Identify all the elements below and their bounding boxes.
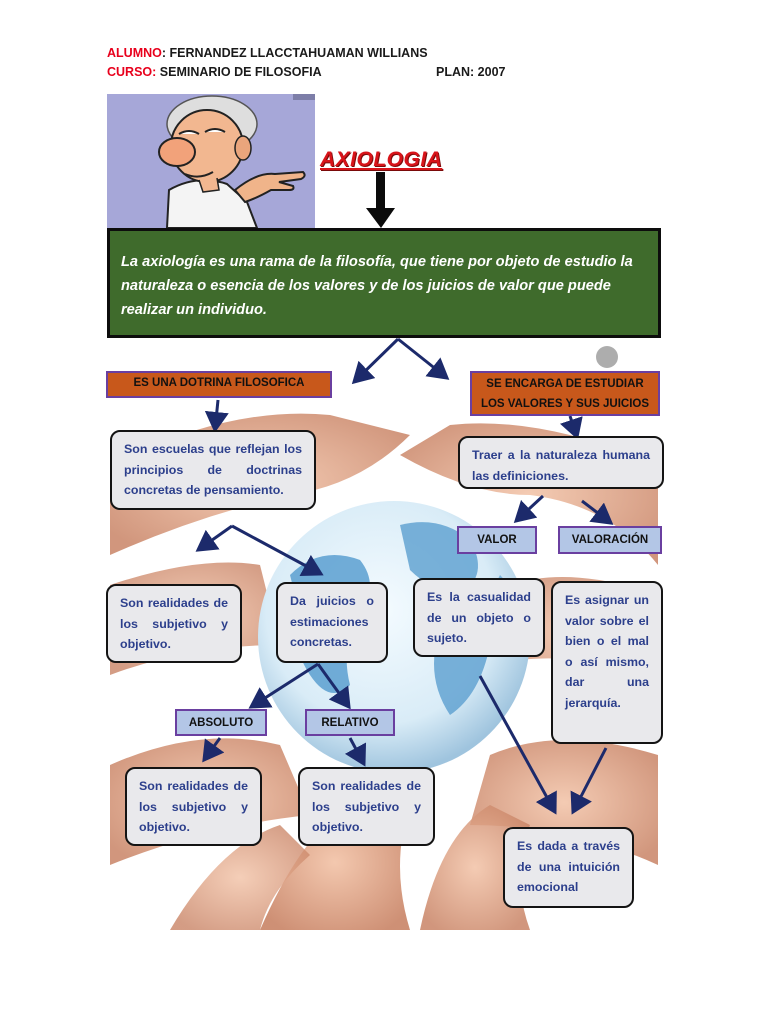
valoracion-label: VALORACIÓN bbox=[558, 526, 662, 554]
left-branch-label: ES UNA DOTRINA FILOSOFICA bbox=[106, 371, 332, 398]
relativo-text-box: Son realidades de los subjetivo y objeti… bbox=[298, 767, 435, 846]
philosopher-cartoon-image bbox=[107, 94, 315, 228]
valoracion-text-box: Es asignar un valor sobre el bien o el m… bbox=[551, 581, 663, 744]
left-sub-left-box: Son realidades de los subjetivo y objeti… bbox=[106, 584, 242, 663]
diagram-title: AXIOLOGIA bbox=[320, 148, 443, 171]
student-line: ALUMNO: FERNANDEZ LLACCTAHUAMAN WILLIANS bbox=[107, 46, 428, 60]
right-branch-label-line2: LOS VALORES Y SUS JUICIOS bbox=[480, 398, 650, 410]
right-branch-description: Traer a la naturaleza humana las definic… bbox=[458, 436, 664, 489]
left-sub-right-box: Da juicios o estimaciones concretas. bbox=[276, 582, 388, 663]
curso-label: CURSO: bbox=[107, 65, 157, 79]
absoluto-label: ABSOLUTO bbox=[175, 709, 267, 736]
curso-value: SEMINARIO DE FILOSOFIA bbox=[156, 65, 322, 79]
title-down-arrow bbox=[366, 172, 395, 228]
plan-label: PLAN: 2007 bbox=[436, 65, 506, 79]
alumno-label: ALUMNO bbox=[107, 46, 162, 60]
left-branch-description: Son escuelas que reflejan los principios… bbox=[110, 430, 316, 510]
alumno-value: : FERNANDEZ LLACCTAHUAMAN WILLIANS bbox=[161, 46, 428, 60]
valor-text-box: Es la casualidad de un objeto o sujeto. bbox=[413, 578, 545, 657]
relativo-label: RELATIVO bbox=[305, 709, 395, 736]
right-branch-label-line1: SE ENCARGA DE ESTUDIAR bbox=[486, 378, 644, 390]
absoluto-text-box: Son realidades de los subjetivo y objeti… bbox=[125, 767, 262, 846]
intuition-box: Es dada a través de una intuición emocio… bbox=[503, 827, 634, 908]
right-branch-label: SE ENCARGA DE ESTUDIAR LOS VALORES Y SUS… bbox=[470, 371, 660, 416]
course-line: CURSO: SEMINARIO DE FILOSOFIA bbox=[107, 65, 322, 79]
valor-label: VALOR bbox=[457, 526, 537, 554]
definition-box: La axiología es una rama de la filosofía… bbox=[107, 228, 661, 338]
